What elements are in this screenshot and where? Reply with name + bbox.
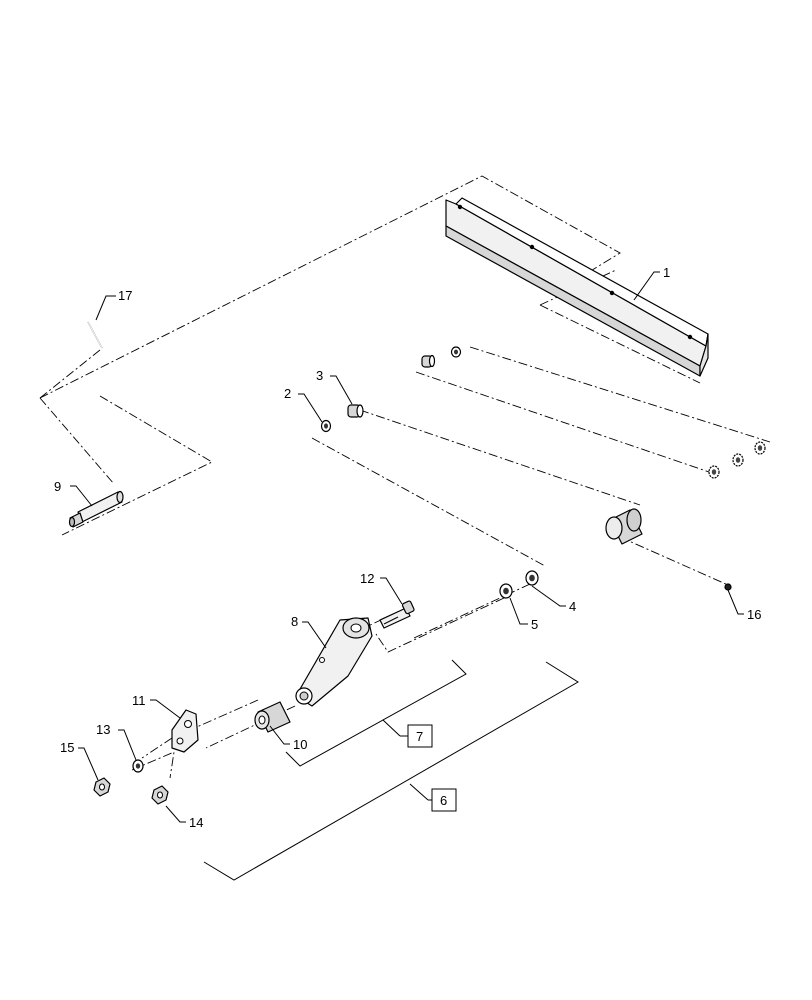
channel-rail-part xyxy=(445,197,709,377)
callout-5: 5 xyxy=(531,617,538,632)
phantom-assembly-lines xyxy=(39,175,771,779)
callout-15: 15 xyxy=(60,740,74,755)
callout-13: 13 xyxy=(96,722,110,737)
nut-14-part xyxy=(151,785,169,805)
bushing-3-part xyxy=(347,404,364,418)
callout-12: 12 xyxy=(360,571,374,586)
callout-2: 2 xyxy=(284,386,291,401)
group-bracket-7 xyxy=(285,659,467,767)
callout-9: 9 xyxy=(54,479,61,494)
group-bracket-6 xyxy=(203,661,579,881)
washer-2-part xyxy=(320,419,332,433)
callout-4: 4 xyxy=(569,599,576,614)
callout-8: 8 xyxy=(291,614,298,629)
grease-fitting-part xyxy=(724,583,732,591)
roller-bushing-part xyxy=(605,508,643,545)
callout-7: 7 xyxy=(416,729,423,744)
callout-1: 1 xyxy=(663,265,670,280)
swing-arm-part xyxy=(295,617,373,707)
callout-14: 14 xyxy=(189,815,203,830)
bolt-12-part xyxy=(379,600,415,629)
arm-bushing-part xyxy=(254,701,291,733)
spring-pin-part xyxy=(87,321,103,349)
rear-bushing-part xyxy=(421,354,436,368)
boxed-callout-7: 7 xyxy=(407,724,433,748)
bracket-plate-part xyxy=(171,709,199,753)
boxed-callout-6: 6 xyxy=(431,788,457,812)
callout-17: 17 xyxy=(118,288,132,303)
pivot-pin-part xyxy=(68,490,124,528)
callout-leaders xyxy=(70,271,744,823)
callout-16: 16 xyxy=(747,607,761,622)
rear-washer-stack-part xyxy=(708,441,766,479)
callout-11: 11 xyxy=(132,693,146,708)
nut-15-part xyxy=(93,777,111,797)
washer-13-part xyxy=(132,759,144,773)
callout-6: 6 xyxy=(440,793,447,808)
washer-5-part xyxy=(499,583,513,599)
washer-4-part xyxy=(525,570,539,586)
callout-3: 3 xyxy=(316,368,323,383)
rear-washer-part xyxy=(450,346,462,358)
callout-labels: 1 2 3 4 5 8 9 10 11 12 13 14 15 16 17 xyxy=(54,265,761,830)
callout-10: 10 xyxy=(293,737,307,752)
